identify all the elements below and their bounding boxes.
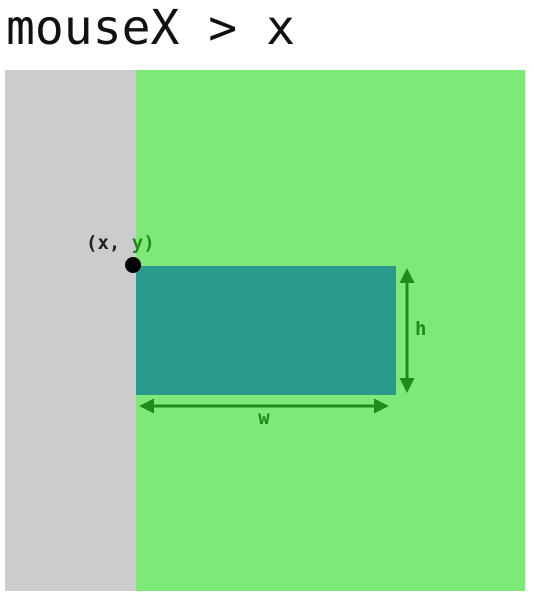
height-label: h	[415, 318, 426, 340]
corner-point-label: (x, y)	[86, 232, 155, 254]
target-rectangle	[136, 266, 396, 395]
width-label: w	[258, 407, 270, 429]
left-region	[5, 70, 136, 591]
corner-point-icon	[125, 257, 141, 273]
corner-point-label-x: (x,	[86, 232, 120, 254]
corner-point-label-y: y)	[120, 232, 154, 254]
title-text: mouseX > x	[6, 0, 295, 56]
